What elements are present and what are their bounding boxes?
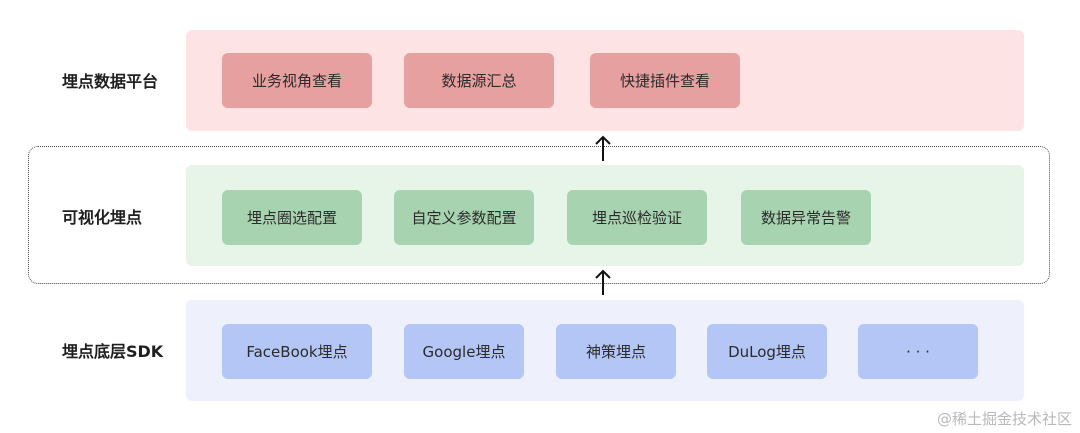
box-google-sdk: Google埋点 bbox=[404, 324, 524, 379]
box-plugin-view: 快捷插件查看 bbox=[590, 53, 740, 108]
box-anomaly-alert: 数据异常告警 bbox=[741, 190, 871, 245]
watermark-text: @稀土掘金技术社区 bbox=[936, 410, 1072, 428]
visual-layer-dotted-frame bbox=[28, 146, 1050, 284]
box-sensors-sdk: 神策埋点 bbox=[556, 324, 676, 379]
layer-label-visual-tracking: 可视化埋点 bbox=[62, 208, 143, 227]
layer-label-data-platform: 埋点数据平台 bbox=[62, 72, 159, 91]
box-dulog-sdk: DuLog埋点 bbox=[707, 324, 827, 379]
box-datasource-summary: 数据源汇总 bbox=[404, 53, 554, 108]
box-more-sdk: · · · bbox=[858, 324, 978, 379]
box-inspection-verify: 埋点巡检验证 bbox=[567, 190, 707, 245]
box-facebook-sdk: FaceBook埋点 bbox=[222, 324, 372, 379]
arrow-up-icon bbox=[594, 268, 612, 296]
box-business-view: 业务视角查看 bbox=[222, 53, 372, 108]
arrow-up-icon bbox=[594, 134, 612, 162]
box-custom-param-config: 自定义参数配置 bbox=[394, 190, 534, 245]
layer-label-sdk: 埋点底层SDK bbox=[62, 342, 164, 361]
box-circle-select-config: 埋点圈选配置 bbox=[222, 190, 362, 245]
